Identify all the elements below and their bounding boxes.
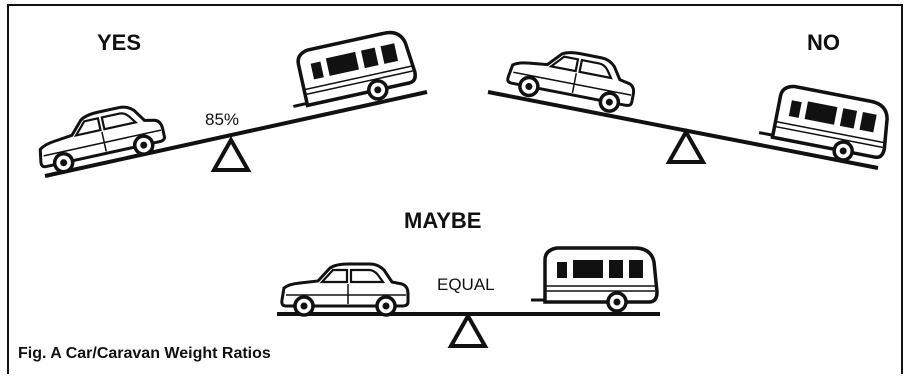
yes-pivot	[212, 138, 250, 172]
ratio-85-label: 85%	[205, 110, 240, 129]
maybe-seesaw	[277, 246, 660, 348]
no-caravan	[755, 79, 895, 170]
no-pivot	[667, 130, 705, 164]
figure-caption: Fig. A Car/Caravan Weight Ratios	[18, 345, 271, 362]
figure-frame	[7, 4, 903, 374]
maybe-caravan	[529, 246, 659, 313]
yes-seesaw	[31, 26, 428, 179]
maybe-label: MAYBE	[404, 208, 482, 233]
yes-label: YES	[97, 30, 142, 55]
no-car	[503, 39, 641, 117]
maybe-pivot	[449, 314, 487, 348]
no-beam	[487, 90, 879, 170]
yes-beam	[44, 90, 428, 178]
ratio-equal-label: EQUAL	[437, 275, 495, 294]
yes-caravan	[280, 26, 421, 119]
no-label: NO	[807, 30, 840, 55]
maybe-car	[280, 262, 410, 317]
no-seesaw	[487, 39, 895, 170]
